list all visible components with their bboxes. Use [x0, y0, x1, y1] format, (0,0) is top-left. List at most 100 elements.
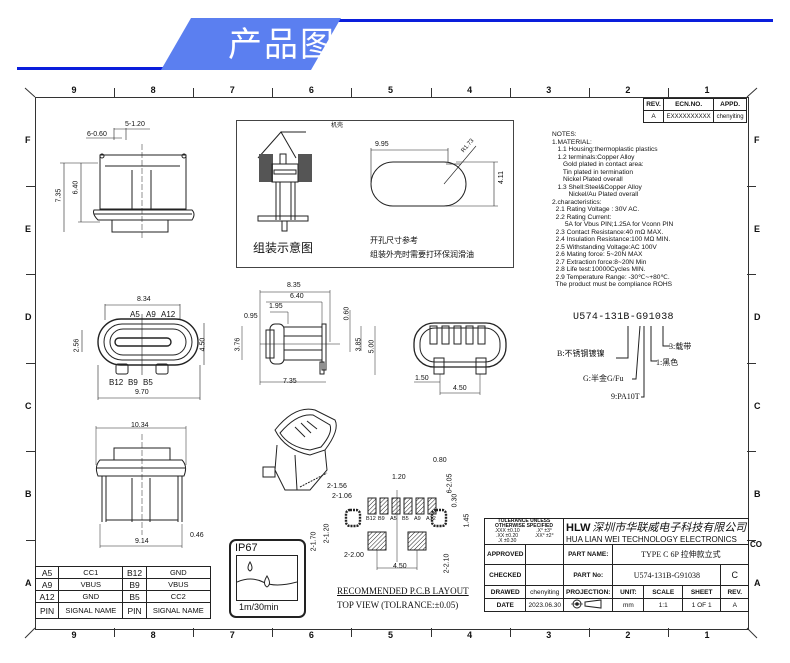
code-legend-color: 1:黑色 — [656, 358, 679, 367]
tol-angle-xx: .XX° ±2° — [534, 533, 554, 539]
unit-label: UNIT: — [612, 585, 645, 599]
ruler-tick — [747, 185, 756, 187]
pcb-dim-2-1-70: 2-1.70 — [310, 531, 318, 552]
dim-5-00: 5.00 — [368, 339, 376, 354]
code-legend-material: B:不锈钢镀镍 — [557, 349, 605, 358]
ip-rating: IP67 — [235, 542, 258, 554]
company-name-en: HUA LIAN WEI TECHNOLOGY ELECTRONICS — [566, 535, 737, 544]
tol-angle-x: .X° ±3° — [536, 528, 552, 534]
assy-note-1: 开孔尺寸参考 — [370, 236, 418, 245]
company-logo: HLW — [566, 522, 591, 534]
pin-id: B12 — [122, 566, 147, 579]
note-line: 1.2 terminals:Copper Alloy — [552, 153, 635, 161]
pin-label-b9: B9 — [128, 378, 138, 387]
note-line: 5A for Vbus PIN;1.25A for Vconn PIN — [552, 221, 674, 228]
header-line-left — [17, 67, 177, 70]
code-legend-plating: G:半金G/Fu — [583, 374, 624, 383]
pcb-layout-title: RECOMMENDED P.C.B LAYOUT — [337, 586, 469, 596]
code-legend-housing: 9:PA10T — [611, 392, 640, 401]
ruler-left-label: F — [25, 135, 31, 146]
first-angle-projection-icon — [571, 599, 602, 609]
ruler-tick — [667, 628, 669, 637]
ruler-bottom-label: 5 — [388, 630, 394, 640]
ruler-bottom-label: 4 — [467, 630, 473, 640]
ruler-bottom-label: 6 — [308, 630, 314, 640]
isometric-view-drawing — [262, 408, 337, 491]
pcb-signal-pad — [415, 497, 425, 515]
ruler-right-label: E — [754, 223, 761, 234]
assy-note-2: 组装外壳时需要打环保润滑油 — [370, 250, 474, 259]
ruler-top-label: 8 — [150, 85, 156, 95]
ruler-bottom-label: 7 — [229, 630, 235, 640]
ruler-tick — [26, 539, 35, 541]
ruler-tick — [114, 88, 116, 97]
rev-label: REV. — [720, 585, 750, 599]
cutout-height-dim: 4.11 — [498, 170, 506, 185]
ruler-right-label: C — [754, 400, 761, 411]
note-line: 2.5 Withstanding Voltage:AC 100V — [552, 243, 657, 251]
ruler-top-label: 2 — [625, 85, 631, 95]
dim-7-35: 7.35 — [55, 188, 63, 203]
ruler-bottom-label: 8 — [150, 630, 156, 640]
note-line: The product must be compliance ROHS — [552, 281, 673, 288]
pcb-pad-label: A12 — [426, 516, 436, 522]
checked-label: CHECKED — [483, 564, 527, 586]
ruler-right-label: D — [754, 312, 761, 323]
ruler-top-label: 9 — [71, 85, 77, 95]
pcb-pad-label: A9 — [414, 516, 421, 522]
note-line: Tin plated in termination — [552, 168, 633, 176]
ruler-tick — [747, 539, 756, 541]
pin-id: A12 — [34, 590, 60, 603]
ruler-top-label: 1 — [704, 85, 710, 95]
pcb-pad-label: B5 — [402, 516, 409, 522]
note-line: 2.9 Temperature Range: -30℃~+80℃. — [552, 273, 670, 281]
ruler-left-label: D — [25, 312, 32, 323]
dim-4-50: 4.50 — [199, 337, 207, 352]
pin-label-a12: A12 — [161, 310, 176, 319]
note-line: 1.3 Shell:Steel&Copper Alloy — [552, 183, 642, 191]
pin-label-a5: A5 — [130, 310, 140, 319]
note-line: NOTES: — [552, 131, 577, 138]
pcb-pad-label: A5 — [390, 516, 397, 522]
projection-label: PROJECTION: — [563, 585, 614, 599]
ruler-left-label: E — [25, 223, 32, 234]
pcb-dim-2-2-10: 2-2.10 — [443, 553, 451, 574]
scale-label: SCALE — [643, 585, 684, 599]
dim-0-46: 0.46 — [190, 532, 204, 539]
pcb-dim-1-20: 1.20 — [392, 474, 406, 481]
rev-value: A — [642, 110, 665, 123]
company-name-cn: 深圳市华联威电子科技有限公司 — [592, 521, 747, 534]
ruler-tick — [272, 628, 274, 637]
scale-value: 1:1 — [643, 598, 684, 612]
part-code-leaders — [616, 325, 670, 398]
ruler-tick — [747, 362, 756, 364]
pcb-dim-6-2-05: 6-2.05 — [446, 473, 454, 494]
dim-1-95: 1.95 — [269, 303, 283, 310]
pin-id: B5 — [122, 590, 147, 603]
front-view-drawing — [81, 304, 205, 400]
signal-name: GND — [145, 566, 212, 579]
dim-1-50: 1.50 — [415, 375, 429, 382]
pcb-signal-pad — [367, 497, 377, 515]
part-no-label: PART No: — [563, 564, 614, 586]
ruler-top-label: 3 — [546, 85, 552, 95]
title-block: TOLERANCE UNLESS OTHERWISE SPECIFIED .XX… — [483, 518, 750, 612]
dim-9-70: 9.70 — [135, 389, 149, 396]
pin-footer-pin1: PIN — [34, 602, 60, 619]
pin-id: A5 — [34, 566, 60, 579]
cutout-width-dim: 9.95 — [375, 141, 389, 148]
ruler-tick — [747, 451, 756, 452]
ruler-tick — [588, 88, 590, 97]
rear-view-drawing — [413, 322, 507, 395]
dim-5-120: 5-1.20 — [125, 121, 145, 128]
pin-id: A9 — [34, 578, 60, 591]
ruler-tick — [430, 88, 432, 97]
checked-value — [525, 564, 565, 586]
ruler-right-label: B — [754, 489, 761, 500]
ruler-bottom-label: 9 — [71, 630, 77, 640]
ruler-tick — [747, 274, 756, 275]
pcb-pad-label: B12 — [366, 516, 376, 522]
